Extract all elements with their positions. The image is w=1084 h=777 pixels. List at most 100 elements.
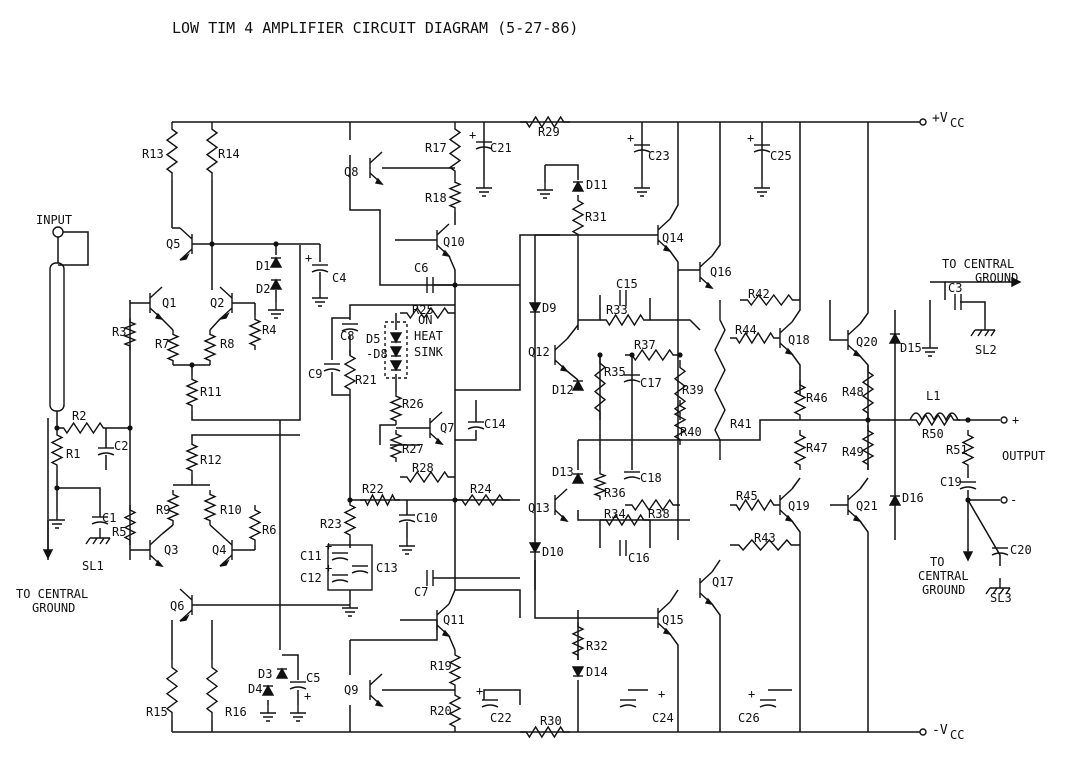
resistor-r43 [730,538,800,552]
resistor-r22 [360,493,400,507]
diode [269,278,283,290]
diode [571,379,585,391]
resistor-label: R36 [604,486,626,500]
resistor-r30 [520,725,570,739]
emitter-arrow [179,253,190,261]
resistor-r15 [165,660,179,720]
transistor-collector [179,588,193,601]
ground-icon [260,705,276,722]
resistor-label: R18 [425,191,447,205]
resistor-label: R21 [355,373,377,387]
chassis-ground-icon [85,528,111,545]
resistor-r20 [448,690,462,732]
capacitor-plate [398,519,416,523]
resistor-r12 [185,440,199,475]
wire [859,520,869,732]
capacitor-plate [97,452,115,456]
capacitor-plate [481,704,499,708]
wire [829,300,848,341]
capacitor-label: C15 [616,277,638,291]
resistor-r1 [50,430,64,470]
capacitor-plate [341,328,359,332]
ground-note: TO [930,555,944,569]
capacitor-label: C3 [948,281,962,295]
diode-label: D3 [258,667,272,681]
transistor-label: Q19 [788,499,810,513]
transistor-collector [847,488,861,501]
resistor-label: R4 [262,323,276,337]
resistor-label: R28 [412,461,434,475]
resistor-r13 [165,122,179,180]
capacitor-label: C2 [114,439,128,453]
wire [566,324,579,340]
resistor-r3 [123,318,137,350]
rail-label-sub: CC [950,728,964,742]
wire [379,424,396,445]
transistor-label: Q11 [443,613,465,627]
capacitor-plate [623,476,641,480]
resistor-r50 [910,413,960,427]
resistor-r37 [625,348,680,362]
resistor-r31 [571,195,585,240]
polarity-mark: + [748,687,755,701]
heat-sink-note: HEAT [414,329,443,343]
ground-icon [476,180,492,197]
ground-note: GROUND [975,271,1018,285]
wire [448,255,456,590]
wire [191,434,300,440]
resistor-r18 [448,178,462,212]
emitter-arrow [662,244,672,252]
emitter-arrow [704,281,714,289]
resistor-label: R44 [735,323,757,337]
transistor-label: Q14 [662,231,684,245]
capacitor-plate [331,579,349,583]
transistor-label: Q5 [166,237,180,251]
capacitor-plate [991,552,1009,556]
wire [534,560,658,619]
resistor-label: R46 [806,391,828,405]
resistor-r24 [455,493,510,507]
capacitor-label: C17 [640,376,662,390]
emitter-arrow [559,514,569,522]
ground-note: GROUND [922,583,965,597]
resistor-r7 [166,330,180,365]
emitter-arrow [219,559,230,567]
wire [448,635,456,651]
transistor-label: Q7 [440,421,454,435]
cap-group-box [327,544,373,591]
output-plus: + [1012,413,1019,427]
resistor-r4 [248,315,262,350]
terminal [1000,416,1008,424]
wire [791,353,801,395]
resistor-label: R45 [736,489,758,503]
ground-note: TO CENTRAL [16,587,88,601]
wire [649,298,701,331]
wire [545,164,579,180]
resistor-label: R6 [262,523,276,537]
ground-icon [290,705,306,722]
resistor-label: R15 [146,705,168,719]
diode-label: D16 [902,491,924,505]
resistor-label: R19 [430,659,452,673]
resistor-r42 [740,293,800,307]
inductor-label: L1 [926,389,940,403]
ground-icon [754,180,770,197]
wire [331,372,350,396]
resistor-label: R14 [218,147,240,161]
resistor-r28 [400,470,455,484]
transistor-collector [436,223,450,236]
wire [191,245,301,421]
diode [389,346,403,358]
transistor-collector [369,151,383,164]
transistor-label: Q15 [662,613,684,627]
wire [455,430,477,441]
resistor-label: R33 [606,303,628,317]
resistor-label: R17 [425,141,447,155]
diode-label: D5 [366,332,380,346]
wire [967,490,1000,501]
resistor-r23 [343,500,357,540]
wire [711,122,721,257]
rail-label-neg: -V [932,723,948,738]
wire [209,318,221,331]
